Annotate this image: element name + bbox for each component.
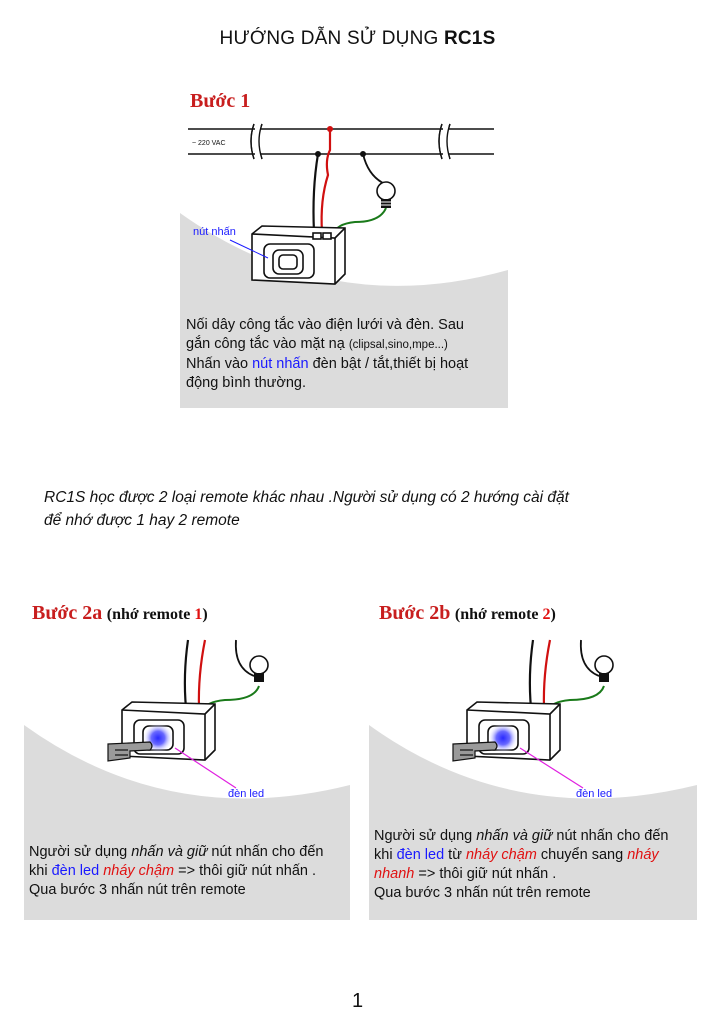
step1-button-word: nút nhấn xyxy=(252,356,309,372)
step2b-wire-black xyxy=(528,639,535,709)
step1-line1: Nối dây công tắc vào điện lưới và đèn. S… xyxy=(186,317,464,333)
step2b-led-label: đèn led xyxy=(576,788,612,800)
step1-heading: Bước 1 xyxy=(190,90,251,112)
step2b-hand-icon xyxy=(452,741,498,762)
step2b-wire-red xyxy=(542,639,552,709)
step2b-header: Bước 2b (nhớ remote 2) xyxy=(379,602,556,625)
intro-line2: để nhớ được 1 hay 2 remote xyxy=(44,512,240,529)
step1-brands: (clipsal,sino,mpe...) xyxy=(348,339,448,351)
page-number: 1 xyxy=(351,990,364,1012)
intro-line1: RC1S học được 2 loại remote khác nhau .N… xyxy=(44,489,569,506)
step1-line2: gắn công tắc vào mặt nạ (clipsal,sino,mp… xyxy=(186,336,448,352)
step2a-line2: khi đèn led nháy chậm => thôi giữ nút nh… xyxy=(29,863,317,879)
step2a-line1: Người sử dụng nhấn và giữ nút nhấn cho đ… xyxy=(29,844,324,860)
step2a-panel-bg xyxy=(24,725,350,920)
step1-line3: Nhấn vào nút nhấn đèn bật / tắt,thiết bị… xyxy=(186,356,469,372)
voltage-label: ~ 220 VAC xyxy=(192,140,226,147)
wire-black xyxy=(312,153,320,233)
wire-red xyxy=(320,129,332,233)
step2b-diagram: đèn led xyxy=(369,639,697,920)
intro-text: RC1S học được 2 loại remote khác nhau .N… xyxy=(44,486,684,532)
step2b-line1: Người sử dụng nhấn và giữ nút nhấn cho đ… xyxy=(374,828,669,844)
wire-lamp-feed xyxy=(362,153,384,184)
step2a-led-pointer xyxy=(174,747,237,789)
step2a-wire-red xyxy=(197,639,207,709)
button-label: nút nhấn xyxy=(193,226,236,238)
step2b-panel-bg xyxy=(369,725,697,920)
step2a-diagram: đèn led xyxy=(24,639,350,920)
step2a-text: Người sử dụng nhấn và giữ nút nhấn cho đ… xyxy=(29,843,349,900)
step2a-heading: Bước 2a xyxy=(32,602,103,624)
step2b-subheading: (nhớ remote 2) xyxy=(454,606,556,623)
step1-diagram: ~ 220 VAC nút nhấn xyxy=(180,123,508,408)
step2b-lamp-icon xyxy=(594,655,614,682)
title-prefix: HƯỚNG DẪN SỬ DỤNG xyxy=(219,28,444,49)
step2b-line4: Qua bước 3 nhấn nút trên remote xyxy=(374,885,591,901)
step2a-header: Bước 2a (nhớ remote 1) xyxy=(32,602,208,625)
step2b-line3: nhanh => thôi giữ nút nhấn . xyxy=(374,866,557,882)
step2a-line3: Qua bước 3 nhấn nút trên remote xyxy=(29,882,246,898)
step2b-heading: Bước 2b xyxy=(379,602,451,624)
step2a-wire-lamp xyxy=(234,639,255,677)
step1-text: Nối dây công tắc vào điện lưới và đèn. S… xyxy=(186,316,506,393)
step2a-hand-icon xyxy=(107,741,153,762)
step1-line4: động bình thường. xyxy=(186,375,307,391)
lamp-icon xyxy=(376,181,396,208)
button-pointer xyxy=(229,239,269,259)
step2b-line2: khi đèn led từ nháy chậm chuyển sang nhá… xyxy=(374,847,659,863)
step2a-lamp-icon xyxy=(249,655,269,682)
step2b-wire-lamp xyxy=(579,639,600,677)
title-model: RC1S xyxy=(443,28,496,49)
page-title: HƯỚNG DẪN SỬ DỤNG RC1S xyxy=(0,28,715,50)
step2a-wire-black xyxy=(183,639,190,709)
step2a-led-label: đèn led xyxy=(228,788,264,800)
step2a-subheading: (nhớ remote 1) xyxy=(106,606,208,623)
step2b-text: Người sử dụng nhấn và giữ nút nhấn cho đ… xyxy=(374,827,704,903)
switch-module xyxy=(251,225,346,285)
step2b-led-pointer xyxy=(519,747,584,789)
